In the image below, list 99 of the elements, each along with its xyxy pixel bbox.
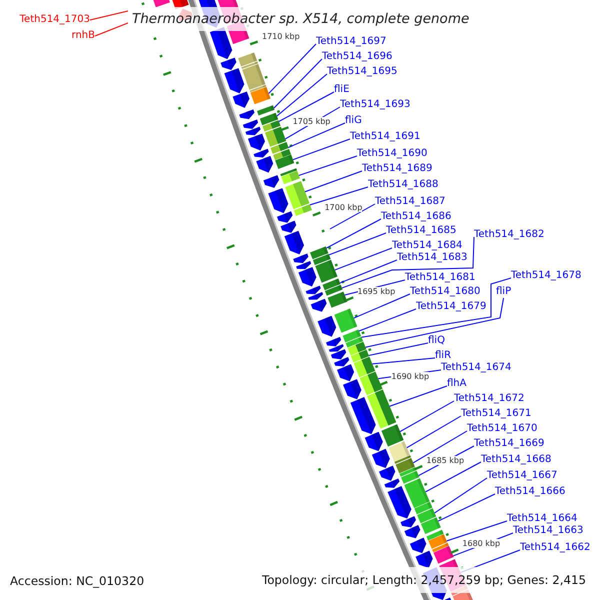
gene-label: Teth514_1683 [397, 252, 468, 264]
leader-line [334, 248, 392, 270]
leader-line [309, 186, 368, 206]
gene-label: Teth514_1671 [461, 408, 532, 420]
leader-line [425, 462, 482, 492]
gene-label: Teth514_1697 [316, 36, 386, 48]
leader-line [298, 156, 358, 176]
gene-block [388, 441, 410, 462]
leader-line [400, 400, 454, 432]
gene-label: Teth514_1681 [405, 272, 476, 284]
leader-line [372, 358, 436, 364]
leader-line [365, 298, 504, 348]
gene-block [310, 246, 328, 260]
scale-label: 1680 kbp [462, 539, 500, 548]
gene-block [312, 254, 331, 266]
gene-block [417, 508, 436, 524]
gene-label: Teth514_1688 [368, 179, 438, 191]
gene-block [396, 458, 415, 474]
leader-line [304, 170, 362, 192]
gene-block [322, 278, 340, 290]
gene-label: Teth514_1689 [362, 163, 432, 175]
gene-label: fliR [435, 350, 452, 362]
gene-label: Teth514_1687 [375, 196, 446, 208]
gene-label: Teth514_1667 [487, 470, 558, 482]
accession-text: Accession: NC_010320 [10, 573, 144, 589]
gene-label: Teth514_1668 [481, 454, 552, 466]
gene-label: Teth514_1691 [350, 131, 420, 143]
gene-block [420, 517, 441, 534]
leader-line [368, 342, 428, 356]
leader-line [278, 92, 334, 122]
gene-label: Teth514_1695 [327, 66, 398, 78]
leader-line [353, 294, 410, 319]
gene-label: Teth514_1685 [386, 225, 456, 237]
gene-block [270, 142, 289, 154]
leader-line [90, 10, 128, 20]
gene-block [342, 330, 362, 342]
leader-line [276, 74, 328, 117]
leader-line [438, 494, 496, 522]
gene-block [260, 112, 278, 126]
leader-line [341, 236, 474, 288]
leader-line [94, 22, 128, 36]
gene-label: Teth514_1662 [520, 542, 590, 554]
gene-label: fliE [334, 84, 350, 96]
gene-block [294, 204, 312, 216]
gene-block [281, 170, 300, 184]
leader-line [406, 416, 462, 448]
gene-block [433, 546, 454, 564]
gene-block [401, 470, 420, 484]
leader-line [328, 232, 386, 256]
leader-line [358, 308, 416, 332]
gene-label: Teth514_1672 [454, 393, 524, 405]
gene-label: Teth514_1669 [474, 438, 544, 450]
leader-line [389, 386, 448, 407]
scale-label: 1690 kbp [391, 372, 430, 381]
leader-line [268, 44, 316, 94]
leader-line [361, 278, 512, 338]
gene-block [328, 292, 348, 308]
gene-label: Teth514_1682 [474, 229, 544, 241]
gene-label: Teth514_1690 [357, 148, 428, 160]
gene-block [324, 284, 343, 296]
gene-label: flhA [447, 378, 466, 390]
gene-label: Teth514_1678 [511, 270, 582, 282]
leader-line [340, 260, 398, 284]
scale-label: 1685 kbp [426, 456, 464, 465]
gene-label: Teth514_1684 [392, 240, 462, 252]
leader-line [434, 478, 488, 514]
leader-line [292, 138, 350, 160]
gene-label: fliG [345, 115, 362, 127]
gene-block [257, 105, 275, 116]
leader-line [330, 204, 376, 230]
gene-label: Teth514_1680 [410, 286, 480, 298]
gene-label: rnhB [72, 30, 95, 42]
leader-line [274, 58, 322, 108]
leader-line [446, 520, 508, 542]
gene-block [381, 424, 404, 447]
gene-label: Teth514_1674 [441, 362, 512, 374]
gene-block [367, 390, 396, 429]
scale-label: 1710 kbp [262, 32, 300, 41]
gene-label: Teth514_1703 [20, 14, 90, 26]
scale-label: 1705 kbp [292, 117, 330, 126]
gene-block [428, 534, 448, 549]
gene-label: Teth514_1686 [381, 211, 452, 223]
gene-block [250, 86, 271, 104]
gene-label: fliP [496, 286, 512, 298]
gene-label: Teth514_1696 [322, 51, 392, 63]
gene-label: Teth514_1670 [467, 423, 538, 435]
gene-label: fliQ [428, 335, 445, 347]
scale-label: 1700 kbp [324, 202, 362, 212]
gene-label: Teth514_1666 [495, 486, 566, 498]
gene-label: Teth514_1664 [507, 513, 578, 525]
leader-line [288, 122, 346, 148]
leader-line [326, 218, 382, 249]
gene-label: Teth514_1679 [416, 301, 486, 313]
gene-block [360, 372, 382, 396]
gene-label: Teth514_1693 [340, 99, 410, 111]
gene-block [346, 336, 364, 348]
leader-line [412, 430, 468, 464]
gene-label: Teth514_1663 [513, 525, 584, 537]
scale-label: 1695 kbp [358, 287, 396, 296]
